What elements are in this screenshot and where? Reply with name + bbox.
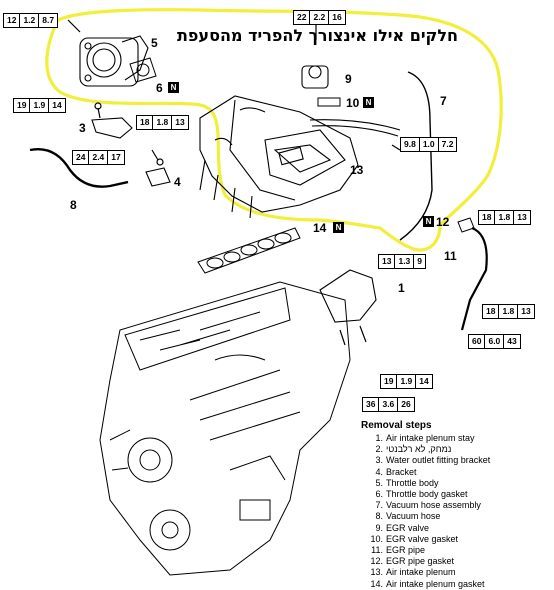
removal-step-item: 8.Vacuum hose xyxy=(375,511,441,522)
removal-step-item: 11.EGR pipe xyxy=(371,545,426,556)
throttle-body-part5 xyxy=(79,35,149,87)
egr-valve-part9 xyxy=(301,65,329,89)
plenum-gasket-part14 xyxy=(197,227,301,274)
removal-step-item: 3.Water outlet fitting bracket xyxy=(375,455,491,466)
removal-step-item: 4.Bracket xyxy=(375,466,417,477)
removal-step-item: 7.Vacuum hose assembly xyxy=(375,500,481,511)
callout-12: 12 xyxy=(436,215,450,229)
callout-3: 3 xyxy=(79,121,86,135)
removal-step-item: 1.Air intake plenum stay xyxy=(375,433,475,443)
removal-step-item: 6.Throttle body gasket xyxy=(375,489,468,500)
callout-11: 11 xyxy=(444,249,457,263)
callout-6: 6 xyxy=(156,81,163,95)
removal-step-item: 5.Throttle body xyxy=(375,477,439,488)
hose-lines xyxy=(309,119,401,137)
n-badge: N xyxy=(333,222,344,233)
callout-4: 4 xyxy=(174,175,181,189)
engine-block xyxy=(99,281,351,576)
callout-5: 5 xyxy=(151,36,158,50)
vacuum-hose-part8 xyxy=(29,148,129,188)
bracket-part4 xyxy=(145,167,171,187)
removal-steps-title: Removal steps xyxy=(361,420,432,431)
throttle-gasket-part6 xyxy=(129,57,157,83)
n-badge: N xyxy=(168,82,179,93)
callout-14: 14 xyxy=(313,221,327,235)
highlight-outline xyxy=(45,8,503,252)
callout-7: 7 xyxy=(440,94,447,108)
callout-13: 13 xyxy=(350,163,364,177)
removal-step-item: 12.EGR pipe gasket xyxy=(370,556,455,567)
removal-step-item: 2.נמחק, לא רלבנטי xyxy=(375,444,452,455)
removal-step-item: 10.EGR valve gasket xyxy=(370,533,459,544)
removal-step-item: 13.Air intake plenum xyxy=(370,567,456,578)
egr-pipe-gasket-part12 xyxy=(457,217,475,233)
callout-8: 8 xyxy=(70,198,77,212)
n-badge: N xyxy=(423,216,434,227)
removal-step-item: 9.EGR valve xyxy=(375,522,430,533)
intake-plenum-part13 xyxy=(199,95,359,219)
plenum-stay-part1 xyxy=(319,269,377,323)
n-badge: N xyxy=(363,97,374,108)
egr-pipe-part11 xyxy=(460,226,488,331)
bracket-part3 xyxy=(91,117,133,139)
removal-step-item: 14.Air intake plenum gasket xyxy=(370,578,485,589)
egr-gasket-part10 xyxy=(317,97,341,107)
callout-10: 10 xyxy=(346,96,360,110)
callout-9: 9 xyxy=(345,72,352,86)
stay-bolts xyxy=(339,325,367,346)
callout-1: 1 xyxy=(398,281,405,295)
hebrew-note: חלקים אילו אינצורך להפריד מהסעפת xyxy=(176,26,458,45)
vacuum-hose-assembly-part7 xyxy=(399,71,433,241)
